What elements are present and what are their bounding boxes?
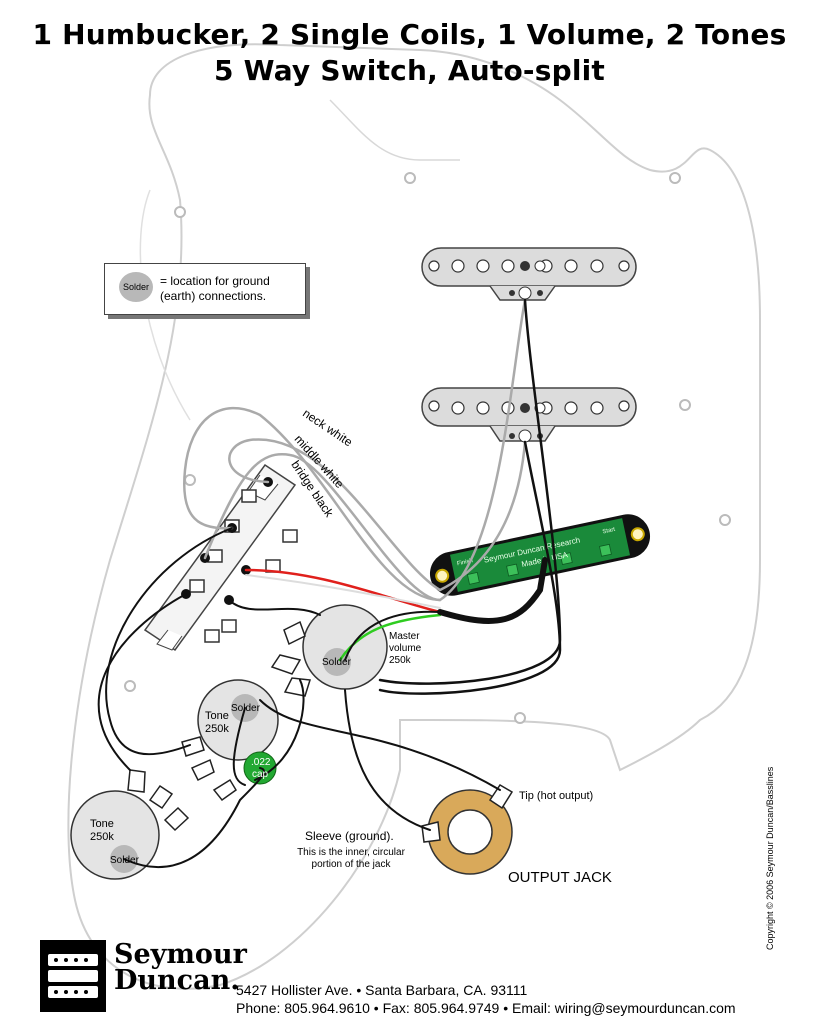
humbucker-finish: Finish [457,558,474,567]
middle-pickup [421,387,637,443]
jack-sleeve-title: Sleeve (ground). [305,829,394,843]
five-way-switch [143,463,298,652]
neck-pickup [421,247,637,301]
brand-line1: Seymour [114,939,247,970]
brand-name: Seymour Duncan. [114,939,247,996]
master-volume-pot [270,604,388,697]
tone2-solder: Solder [110,855,139,866]
seymour-duncan-logo [40,940,106,1012]
tone1-solder: Solder [231,703,260,714]
title-line-1: 1 Humbucker, 2 Single Coils, 1 Volume, 2… [32,18,787,51]
jack-sleeve-desc: This is the inner, circular portion of t… [297,847,405,870]
tone2-pot [70,769,190,880]
output-jack [421,783,514,875]
jack-tip-label: Tip (hot output) [519,790,594,802]
pickguard-outline [67,43,761,990]
humbucker-start: Start [602,527,616,536]
footer-address: 5427 Hollister Ave. • Santa Barbara, CA.… [236,982,528,998]
tone2-label: Tone 250k [90,818,114,843]
bridge-humbucker: Seymour Duncan Research Made in USA Fini… [429,514,651,596]
legend-text: = location for ground (earth) connection… [160,274,270,303]
brand-line2: Duncan. [114,965,240,996]
copyright: Copyright © 2006 Seymour Duncan/Bassline… [765,766,775,950]
cap-unit: cap [252,769,269,780]
footer-contact: Phone: 805.964.9610 • Fax: 805.964.9749 … [236,1000,736,1016]
solder-blob-icon: Solder [119,272,153,302]
tone1-label: Tone 250k [205,710,229,735]
cap-value: .022 [251,757,271,768]
solder-legend: Solder = location for ground (earth) con… [104,263,306,315]
title-line-2: 5 Way Switch, Auto-split [213,54,606,87]
master-volume-solder: Solder [322,657,351,668]
output-jack-label: OUTPUT JACK [508,869,612,886]
master-volume-label: Master volume 250k [389,631,422,666]
